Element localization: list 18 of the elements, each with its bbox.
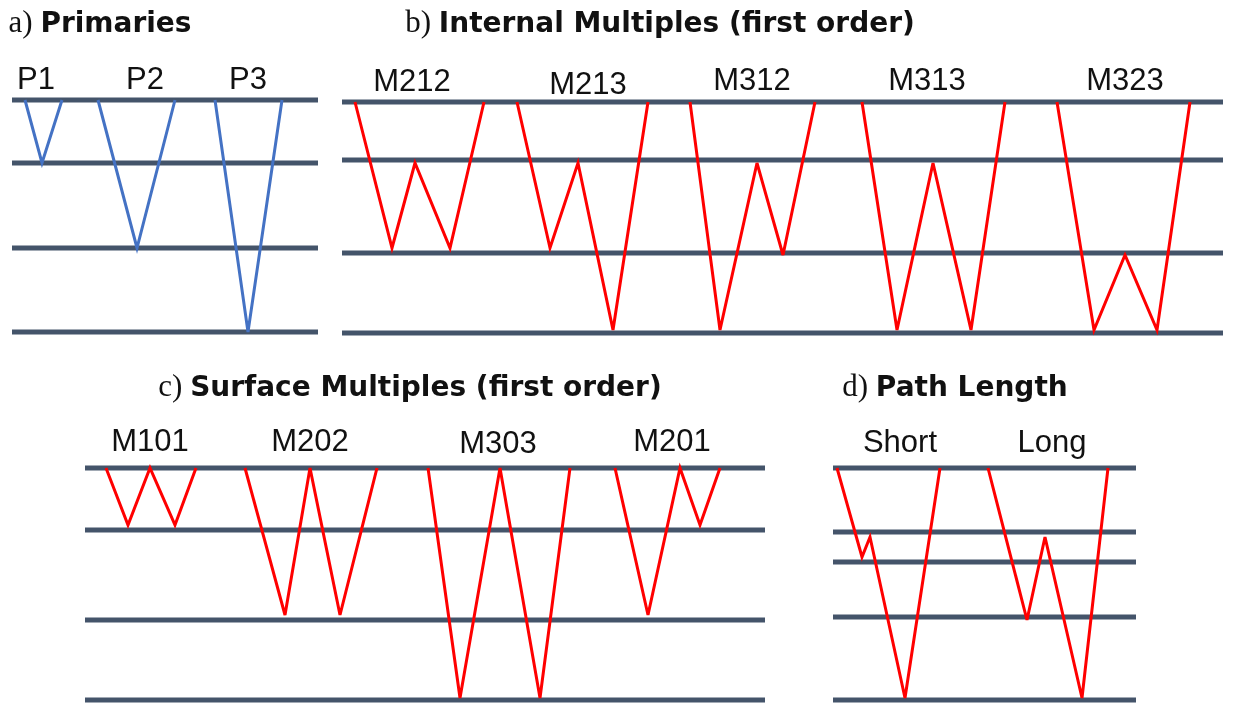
- ray-label: M212: [373, 63, 451, 99]
- ray-label: P3: [229, 61, 267, 97]
- ray-label: Short: [862, 424, 938, 460]
- ray-label: M101: [111, 423, 189, 459]
- ray-label: M313: [888, 62, 966, 98]
- ray-label: M312: [713, 62, 791, 98]
- panel-title: b) Internal Multiples (first order): [405, 4, 915, 40]
- ray-label: M213: [549, 66, 627, 102]
- ray-label: M201: [633, 423, 711, 459]
- ray-label: P2: [126, 61, 164, 97]
- ray-label: Long: [1017, 424, 1087, 460]
- panel-title: a) Primaries: [8, 4, 192, 40]
- panel-title: d) Path Length: [842, 368, 1068, 404]
- ray-label: P1: [17, 61, 55, 97]
- ray-label: M303: [459, 425, 537, 461]
- ray-label: M202: [271, 423, 349, 459]
- ray-label: M323: [1086, 62, 1164, 98]
- panel-title: c) Surface Multiples (first order): [158, 368, 662, 404]
